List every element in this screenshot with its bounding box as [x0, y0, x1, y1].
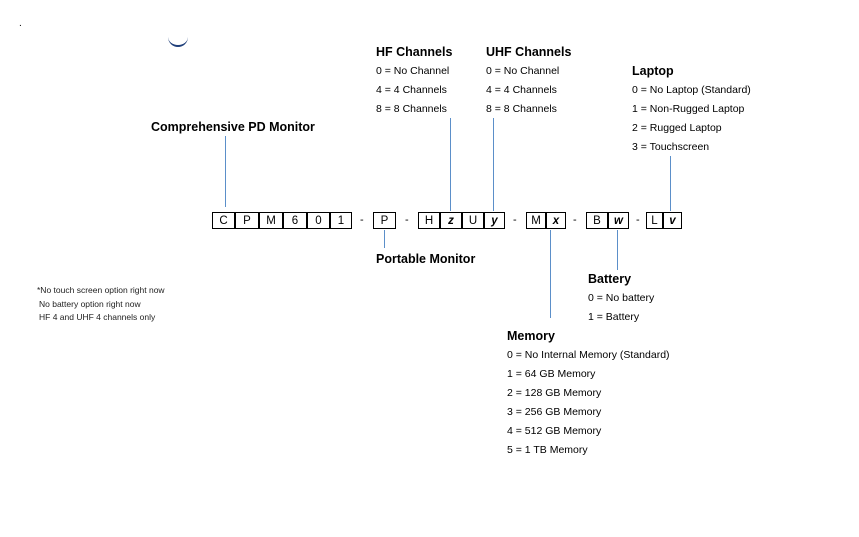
uhf-title: UHF Channels: [486, 45, 572, 59]
code-cell: 1: [330, 212, 352, 229]
memory-option: 0 = No Internal Memory (Standard): [507, 349, 670, 361]
code-separator: -: [513, 214, 517, 226]
portable-title: Portable Monitor: [376, 252, 476, 266]
laptop-option: 3 = Touchscreen: [632, 141, 710, 153]
uhf-option: 4 = 4 Channels: [486, 84, 557, 96]
memory-option: 2 = 128 GB Memory: [507, 387, 602, 399]
code-cell: B: [586, 212, 608, 229]
battery-group: Battery 0 = No battery 1 = Battery: [588, 271, 654, 327]
code-separator: -: [360, 214, 364, 226]
laptop-title: Laptop: [632, 64, 674, 78]
memory-option: 1 = 64 GB Memory: [507, 368, 596, 380]
memory-option: 5 = 1 TB Memory: [507, 444, 588, 456]
footnotes: *No touch screen option right now No bat…: [37, 284, 165, 325]
logo-arc-fragment: [168, 33, 188, 47]
memory-group: Memory 0 = No Internal Memory (Standard)…: [507, 328, 670, 460]
hf-title: HF Channels: [376, 45, 453, 59]
code-separator: -: [405, 214, 409, 226]
code-cell: 0: [307, 212, 330, 229]
code-cell: L: [646, 212, 663, 229]
code-cell-variable: y: [484, 212, 505, 229]
memory-title: Memory: [507, 329, 555, 343]
memory-option: 4 = 512 GB Memory: [507, 425, 602, 437]
hf-channels-group: HF Channels 0 = No Channel 4 = 4 Channel…: [376, 44, 452, 119]
laptop-option: 0 = No Laptop (Standard): [632, 84, 751, 96]
code-cell: P: [373, 212, 396, 229]
code-separator: -: [636, 214, 640, 226]
code-cell-variable: w: [608, 212, 629, 229]
battery-title: Battery: [588, 272, 632, 286]
footnote: No battery option right now: [39, 298, 141, 309]
footnote: HF 4 and UHF 4 channels only: [39, 312, 156, 322]
memory-option: 3 = 256 GB Memory: [507, 406, 602, 418]
code-cell: H: [418, 212, 440, 229]
laptop-option: 2 = Rugged Laptop: [632, 122, 722, 134]
comprehensive-title: Comprehensive PD Monitor: [151, 120, 315, 134]
footnote: *No touch screen option right now: [37, 285, 165, 295]
dot-mark: .: [19, 18, 22, 29]
hf-option: 8 = 8 Channels: [376, 103, 447, 115]
code-cell: U: [462, 212, 484, 229]
code-cell: 6: [283, 212, 307, 229]
code-separator: -: [573, 214, 577, 226]
code-cell-variable: v: [663, 212, 682, 229]
laptop-option: 1 = Non-Rugged Laptop: [632, 103, 745, 115]
uhf-channels-group: UHF Channels 0 = No Channel 4 = 4 Channe…: [486, 44, 571, 119]
uhf-option: 0 = No Channel: [486, 65, 560, 77]
code-cell: P: [235, 212, 259, 229]
code-cell: M: [526, 212, 546, 229]
laptop-group: Laptop 0 = No Laptop (Standard) 1 = Non-…: [632, 63, 751, 157]
battery-option: 0 = No battery: [588, 292, 655, 304]
uhf-option: 8 = 8 Channels: [486, 103, 557, 115]
code-cell: M: [259, 212, 283, 229]
code-cell: C: [212, 212, 235, 229]
hf-option: 4 = 4 Channels: [376, 84, 447, 96]
hf-option: 0 = No Channel: [376, 65, 450, 77]
battery-option: 1 = Battery: [588, 311, 640, 323]
code-cell-variable: z: [440, 212, 462, 229]
code-cell-variable: x: [546, 212, 566, 229]
